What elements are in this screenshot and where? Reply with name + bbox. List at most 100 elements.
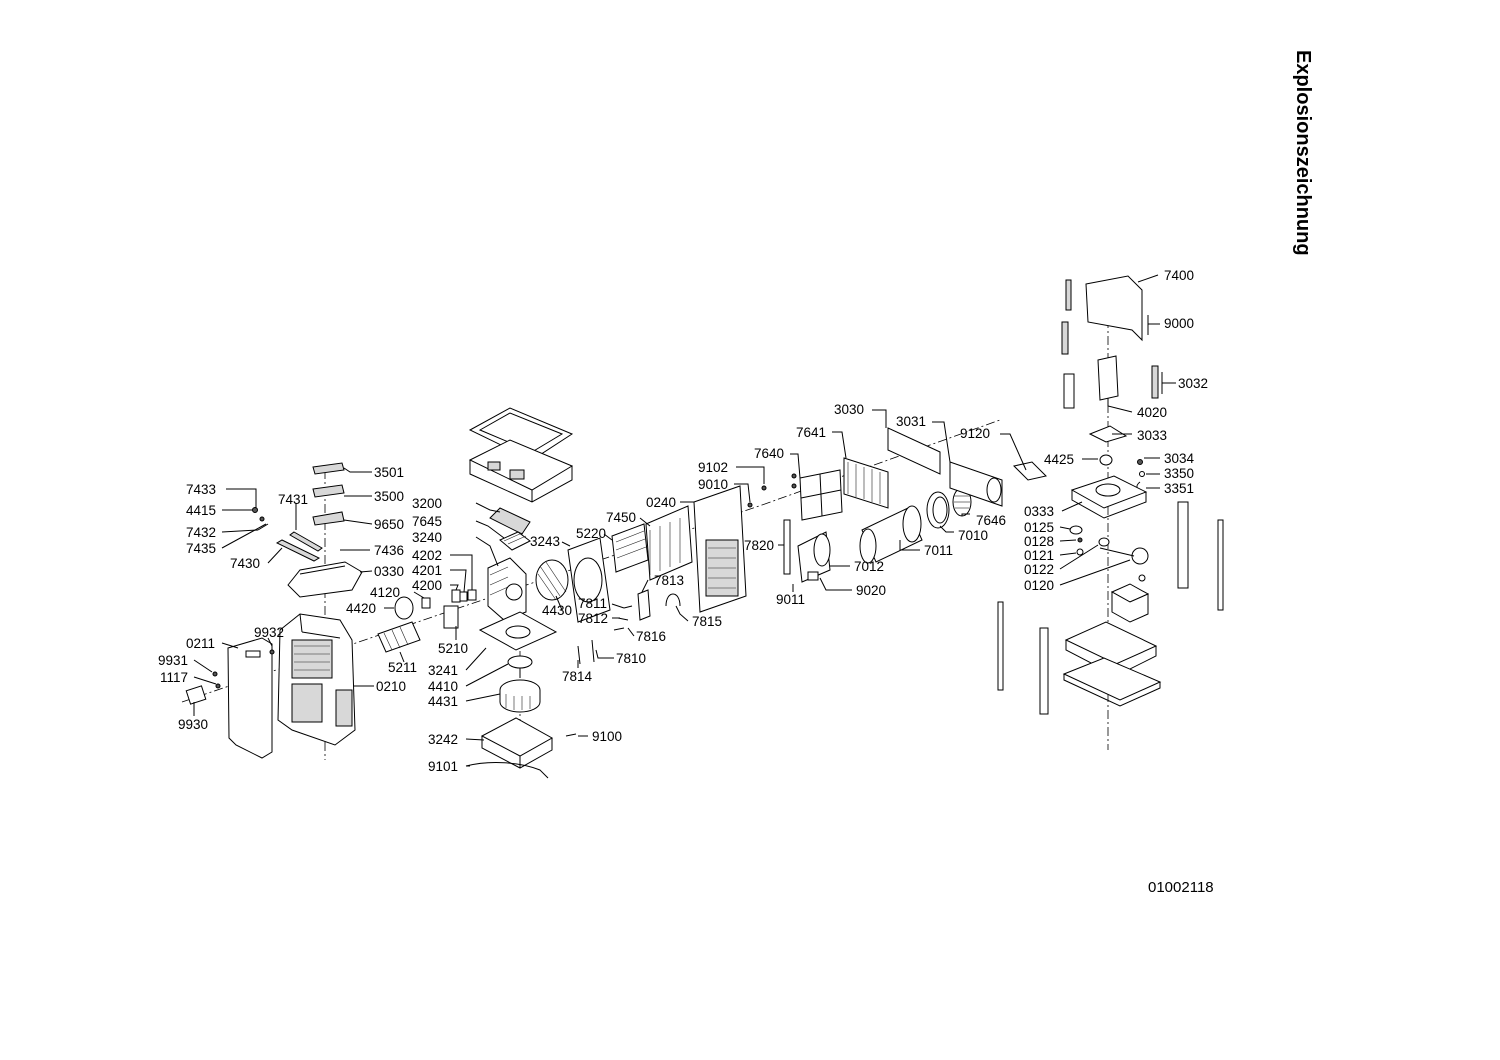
part-shape-3501	[312, 462, 345, 475]
label-0240: 0240	[646, 495, 676, 510]
part-shape-3242	[480, 717, 554, 769]
label-0333: 0333	[1024, 504, 1054, 519]
label-7432: 7432	[186, 525, 216, 540]
label-7641: 7641	[796, 425, 826, 440]
part-shape-7431	[289, 509, 323, 552]
label-3240: 3240	[412, 530, 442, 545]
label-5210: 5210	[438, 641, 468, 656]
label-7433: 7433	[186, 482, 216, 497]
part-shape-3200	[489, 507, 531, 535]
label-4420: 4420	[346, 601, 376, 616]
part-shape-3241	[478, 611, 558, 651]
part-shape-9930	[185, 685, 207, 705]
part-shapes	[185, 275, 1224, 779]
label-0211: 0211	[186, 636, 215, 651]
label-7646: 7646	[976, 513, 1006, 528]
part-shape-small-screws	[252, 507, 269, 531]
label-9650: 9650	[374, 517, 404, 532]
part-shape-7430	[275, 539, 321, 562]
part-shape-9102	[761, 485, 767, 491]
part-shape-9020	[807, 571, 819, 581]
part-shape-0330	[287, 561, 363, 598]
label-7450: 7450	[606, 510, 636, 525]
label-4410: 4410	[428, 679, 458, 694]
label-4430: 4430	[542, 603, 572, 618]
label-5211: 5211	[388, 660, 417, 675]
label-1117: 1117	[160, 670, 188, 685]
part-shape-side-panels	[997, 501, 1224, 715]
part-shape-3350	[1139, 471, 1145, 477]
label-4120: 4120	[370, 585, 400, 600]
part-shape-5220	[611, 523, 649, 573]
label-0125: 0125	[1024, 520, 1054, 535]
part-shape-0125	[1069, 525, 1083, 535]
label-0210: 0210	[376, 679, 406, 694]
label-4200: 4200	[412, 578, 442, 593]
label-0122: 0122	[1024, 562, 1054, 577]
part-shape-7010	[926, 491, 950, 529]
label-9932: 9932	[254, 625, 284, 640]
part-shape-78xx	[577, 589, 681, 665]
part-shape-4120	[421, 597, 431, 609]
part-shape-4202	[467, 589, 477, 601]
label-3500: 3500	[374, 489, 404, 504]
label-7400: 7400	[1164, 268, 1194, 283]
part-shape-3034	[1137, 459, 1143, 465]
part-shape-side-rails	[1061, 321, 1075, 409]
label-3243: 3243	[530, 534, 560, 549]
label-5220: 5220	[576, 526, 606, 541]
label-3200: 3200	[412, 496, 442, 511]
label-7645: 7645	[412, 514, 442, 529]
part-shape-0240	[693, 485, 747, 613]
label-7436: 7436	[374, 543, 404, 558]
part-shape-0122	[1098, 537, 1110, 547]
part-shape-9010	[747, 502, 753, 508]
label-9102: 9102	[698, 460, 728, 475]
label-9010: 9010	[698, 477, 728, 492]
label-3031: 3031	[896, 414, 926, 429]
label-9931: 9931	[158, 653, 188, 668]
label-4431: 4431	[428, 694, 458, 709]
part-shape-4431	[499, 679, 541, 713]
part-shape-4430	[535, 559, 569, 601]
label-3033: 3033	[1137, 428, 1167, 443]
label-4425: 4425	[1044, 452, 1074, 467]
part-shape-5211	[377, 621, 421, 653]
part-shape-4201	[459, 591, 468, 602]
part-shape-5210	[443, 605, 459, 629]
label-9100: 9100	[592, 729, 622, 744]
part-shape-7645	[499, 531, 531, 551]
label-3030: 3030	[834, 402, 864, 417]
label-0128: 0128	[1024, 534, 1054, 549]
part-shape-7641	[843, 457, 889, 509]
label-3501: 3501	[374, 465, 404, 480]
part-shape-0128	[1077, 537, 1083, 543]
label-4415: 4415	[186, 503, 216, 518]
label-7640: 7640	[754, 446, 784, 461]
part-shape-3033	[1088, 425, 1128, 443]
leader-lines	[193, 274, 1176, 767]
label-7430: 7430	[230, 556, 260, 571]
part-shape-9120	[1013, 461, 1047, 481]
label-3350: 3350	[1164, 466, 1194, 481]
label-3242: 3242	[428, 732, 458, 747]
part-shape-4410	[507, 655, 533, 678]
part-shape-9650	[312, 511, 345, 526]
label-7431: 7431	[278, 492, 308, 507]
part-shape-7450	[645, 505, 693, 581]
part-shape-3500	[312, 484, 345, 498]
label-7812: 7812	[578, 611, 608, 626]
label-4201: 4201	[412, 563, 442, 578]
document-number: 01002118	[1148, 879, 1214, 896]
label-9000: 9000	[1164, 316, 1194, 331]
part-shape-4200	[451, 589, 461, 603]
part-shape-7400	[1065, 275, 1143, 342]
part-shape-9100	[565, 733, 577, 737]
part-shape-7011	[859, 505, 923, 564]
label-4020: 4020	[1137, 405, 1167, 420]
label-3351: 3351	[1164, 481, 1194, 496]
label-7012: 7012	[854, 559, 884, 574]
part-shape-clips-7640	[791, 473, 797, 489]
label-7816: 7816	[636, 629, 666, 644]
